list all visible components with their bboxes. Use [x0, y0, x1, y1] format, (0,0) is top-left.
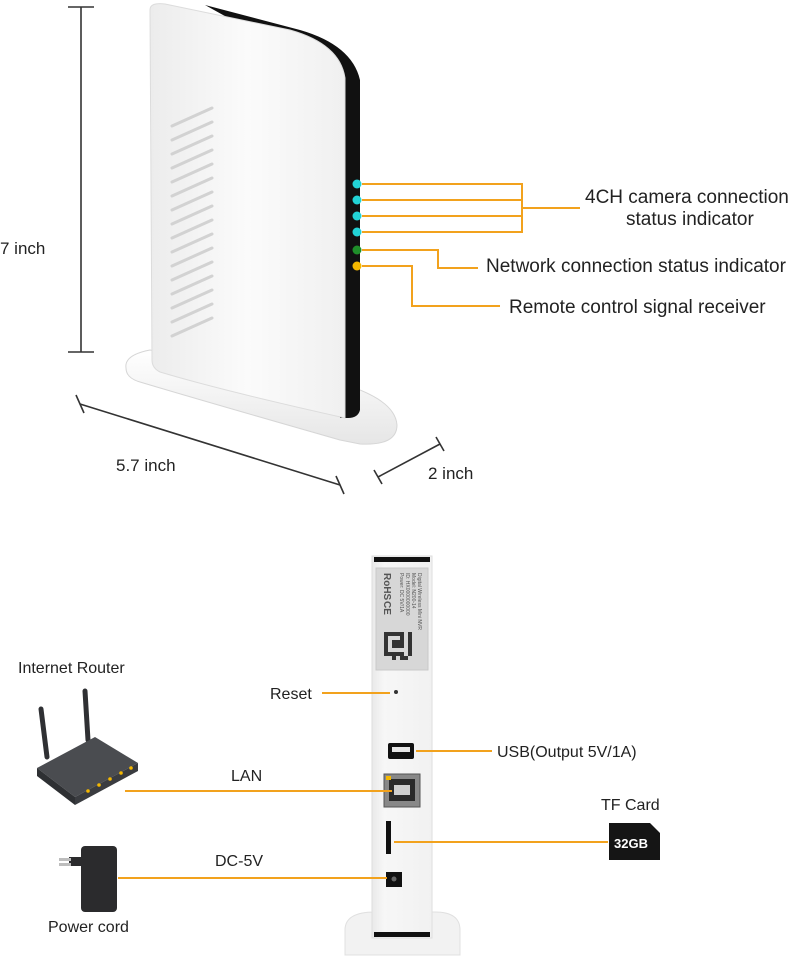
qr-module — [384, 652, 388, 656]
qr-module — [396, 632, 400, 636]
tf-card-label: TF Card — [601, 797, 660, 814]
width-dimension — [75, 394, 345, 495]
qr-module — [400, 652, 404, 656]
vent-slit — [170, 316, 214, 338]
qr-module — [408, 652, 412, 656]
qr-module — [384, 644, 388, 648]
qr-module — [384, 632, 388, 636]
vent-slit — [170, 106, 214, 128]
power-adapter-icon — [59, 846, 117, 912]
device-body — [149, 3, 346, 419]
router-label: Internet Router — [18, 660, 125, 677]
ce-mark: CE — [381, 601, 392, 615]
camera-led-2 — [352, 195, 362, 205]
qr-module — [392, 644, 396, 648]
router-icon — [37, 688, 138, 805]
qr-module — [392, 640, 396, 644]
qr-module — [400, 632, 404, 636]
height-label: 7 inch — [0, 239, 45, 258]
sd-card-icon: 32GB — [609, 823, 660, 860]
vent-slit — [170, 260, 214, 282]
camera-led-4 — [352, 227, 362, 237]
qr-module — [388, 632, 392, 636]
remote-receiver-led — [352, 261, 362, 271]
network-led — [352, 245, 362, 255]
qr-module — [396, 640, 400, 644]
vent-slit — [170, 148, 214, 170]
network-leader-line — [362, 249, 478, 269]
depth-dimension — [373, 436, 445, 485]
height-dimension — [68, 6, 94, 353]
dc-port — [386, 872, 402, 887]
reset-label: Reset — [270, 686, 312, 703]
remote-receiver-label: Remote control signal receiver — [509, 297, 766, 318]
vent-slit — [170, 176, 214, 198]
qr-module — [400, 640, 404, 644]
back-bottom-bezel — [374, 932, 430, 937]
vent-slit — [170, 274, 214, 296]
usb-label: USB(Output 5V/1A) — [497, 744, 637, 761]
vent-slit — [170, 162, 214, 184]
camera-led-3 — [352, 211, 362, 221]
vent-slit — [170, 288, 214, 310]
rating-label: Digital Wireless Mini NVR Model: N200-14… — [375, 567, 429, 671]
qr-module — [400, 636, 404, 640]
remote-leader-line — [362, 265, 500, 307]
lan-label: LAN — [231, 768, 262, 785]
vent-slit — [170, 246, 214, 268]
qr-module — [384, 636, 388, 640]
device-front — [149, 3, 360, 419]
qr-module — [400, 644, 404, 648]
qr-module — [392, 656, 396, 660]
vent-slit — [170, 218, 214, 240]
qr-module — [404, 656, 408, 660]
rating-line-4: Power: DC 5V/1A — [398, 573, 404, 613]
tf-card-slot — [386, 821, 391, 854]
qr-module — [392, 652, 396, 656]
camera-status-label-line2: status indicator — [626, 209, 754, 230]
vent-slit — [170, 302, 214, 324]
qr-module — [408, 636, 412, 640]
dc-label: DC-5V — [215, 853, 263, 870]
reset-pinhole — [394, 690, 398, 694]
rating-line-1: Digital Wireless Mini NVR — [416, 573, 422, 630]
qr-module — [408, 644, 412, 648]
back-top-bezel — [374, 557, 430, 562]
network-status-label: Network connection status indicator — [486, 256, 787, 277]
qr-code-icon — [384, 632, 412, 660]
led-indicators — [352, 179, 362, 271]
vent-slit — [170, 134, 214, 156]
qr-module — [408, 640, 412, 644]
qr-module — [392, 632, 396, 636]
qr-module — [384, 640, 388, 644]
rohs-mark: RoHS — [381, 573, 392, 601]
qr-module — [408, 648, 412, 652]
camera-status-label-line1: 4CH camera connection — [585, 187, 789, 208]
qr-module — [400, 656, 404, 660]
qr-module — [384, 648, 388, 652]
vent-slit — [170, 204, 214, 226]
qr-module — [388, 652, 392, 656]
qr-module — [396, 652, 400, 656]
qr-module — [396, 644, 400, 648]
power-cord-label: Power cord — [48, 919, 129, 936]
sd-card-capacity: 32GB — [614, 836, 648, 851]
vent-slit — [170, 232, 214, 254]
camera-led-1 — [352, 179, 362, 189]
rating-line-3: ID: HX0000000000 — [404, 573, 410, 616]
qr-module — [408, 632, 412, 636]
camera-leader-lines — [362, 183, 580, 233]
vent-grille — [170, 106, 214, 338]
rating-line-2: Model: N200-14 — [410, 573, 416, 609]
vent-slit — [170, 190, 214, 212]
width-label: 5.7 inch — [116, 456, 176, 475]
depth-label: 2 inch — [428, 464, 473, 483]
usb-port — [388, 743, 414, 759]
vent-slit — [170, 120, 214, 142]
